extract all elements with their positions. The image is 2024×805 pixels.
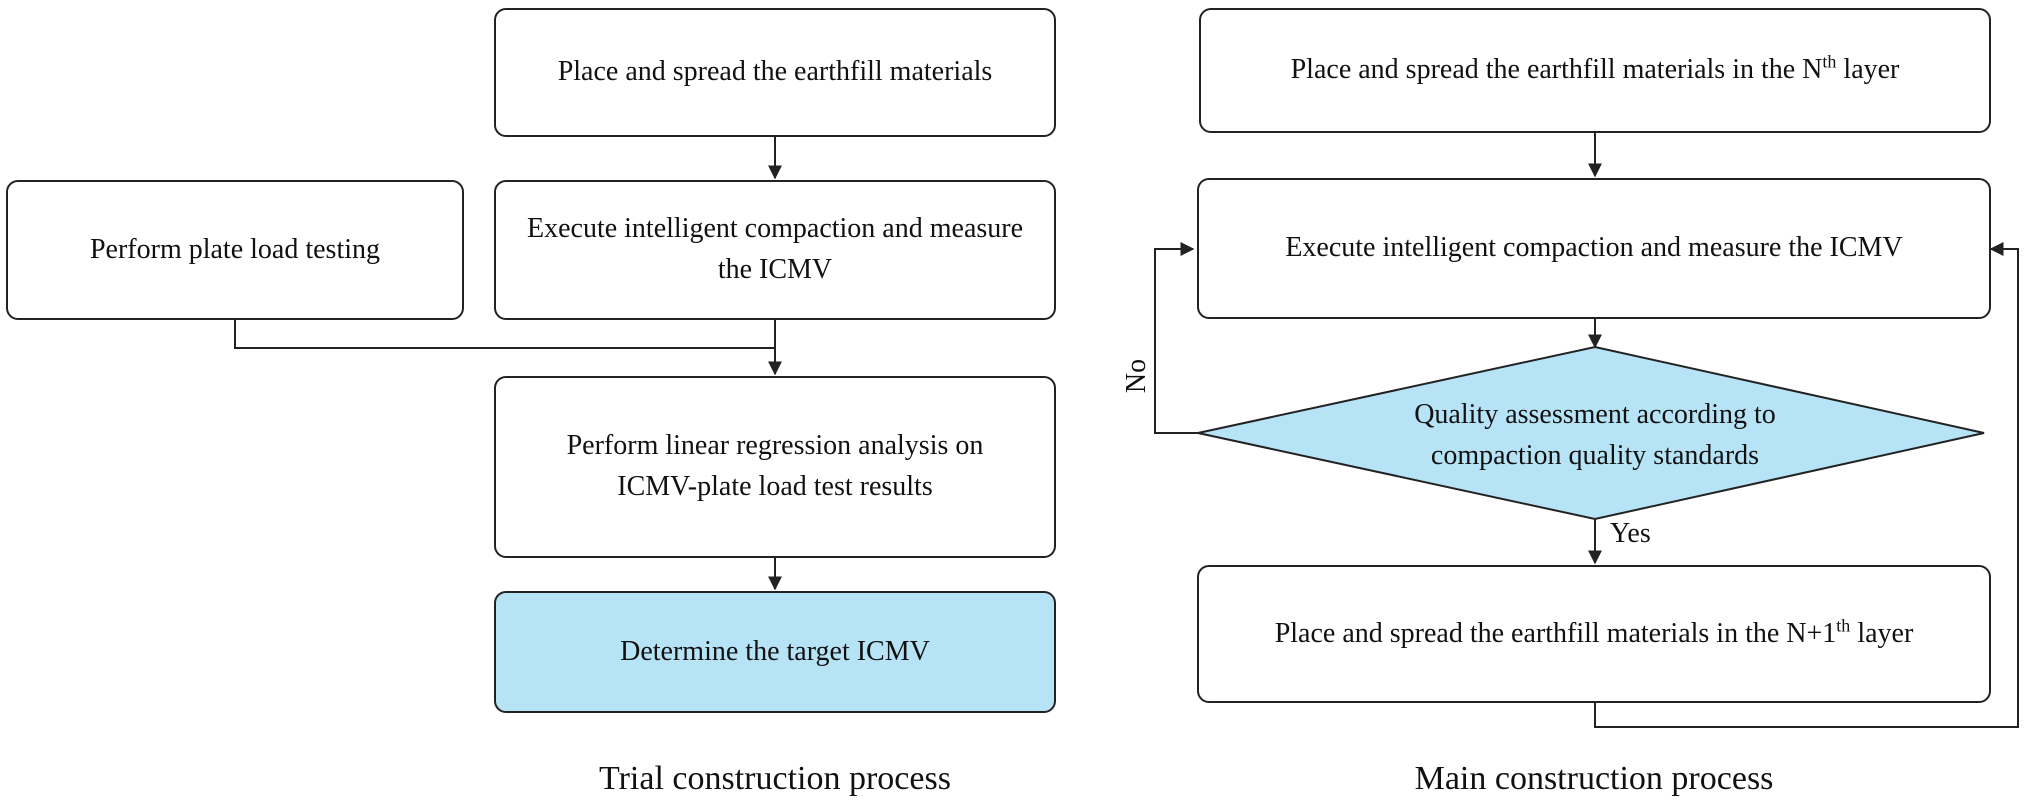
step-main-execute-compaction-text: Execute intelligent compaction and measu…	[1285, 232, 1903, 264]
step-place-spread-text: Place and spread the earthfill materials	[557, 56, 993, 88]
step-determine-target-text: Determine the target ICMV	[620, 635, 930, 667]
step-place-n1-layer: Place and spread the earthfill materials…	[1197, 565, 1991, 703]
arrow-plate-to-merge	[234, 320, 775, 349]
step-execute-compaction-text: Execute intelligent compaction and measu…	[526, 213, 1024, 285]
step-linear-regression-text: Perform linear regression analysis on IC…	[566, 430, 984, 502]
step-place-n1-layer-text: Place and spread the earthfill materials…	[1274, 615, 1914, 649]
step-plate-load-testing-text: Perform plate load testing	[89, 233, 381, 265]
step-main-execute-compaction: Execute intelligent compaction and measu…	[1197, 178, 1991, 319]
arrow-loop-back	[1594, 242, 2019, 728]
step-execute-compaction: Execute intelligent compaction and measu…	[494, 180, 1056, 320]
assessment-diamond	[1197, 345, 1985, 521]
step-determine-target: Determine the target ICMV	[494, 591, 1056, 713]
assessment-text: Quality assessment according to compacti…	[1414, 399, 1776, 471]
step-place-nth-layer-text: Place and spread the earthfill materials…	[1290, 51, 1900, 86]
yes-label: Yes	[1610, 518, 1651, 549]
arrow-assessment-no	[1154, 242, 1198, 434]
step-plate-load-testing: Perform plate load testing	[6, 180, 464, 320]
trial-caption: Trial construction process	[599, 760, 951, 797]
step-place-spread: Place and spread the earthfill materials	[494, 8, 1056, 137]
main-caption: Main construction process	[1414, 760, 1774, 797]
no-label: No	[1121, 358, 1153, 394]
step-linear-regression: Perform linear regression analysis on IC…	[494, 376, 1056, 558]
step-place-nth-layer: Place and spread the earthfill materials…	[1199, 8, 1991, 133]
